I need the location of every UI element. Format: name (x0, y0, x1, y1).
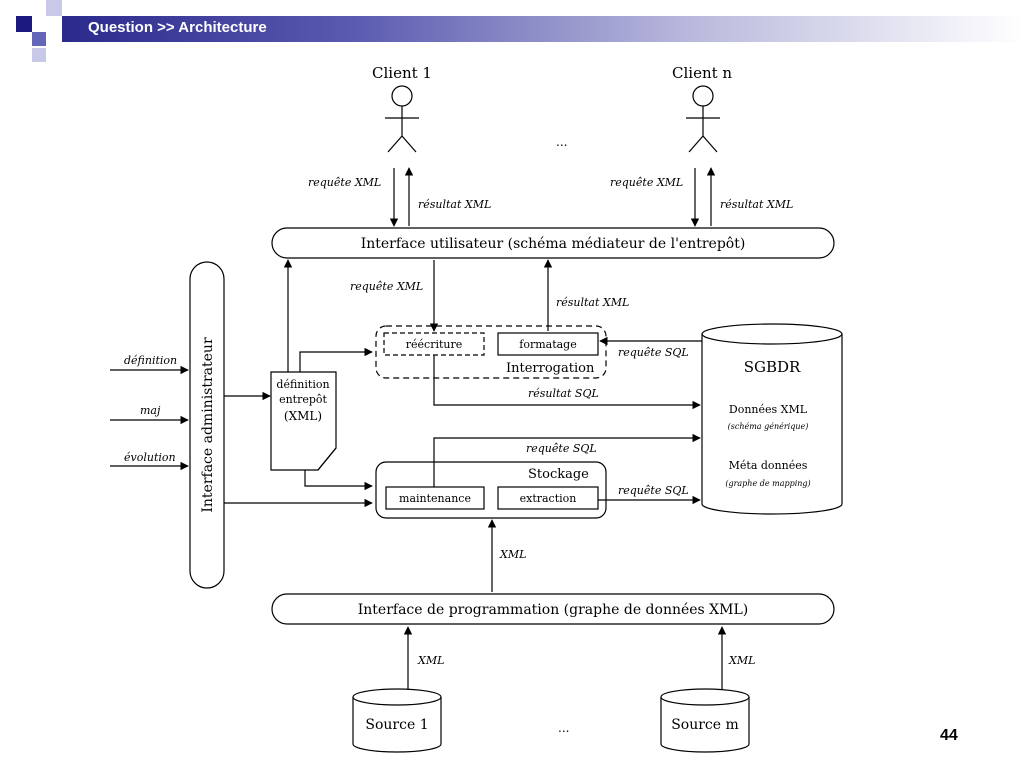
admin-input-evolution: évolution (124, 451, 176, 464)
xml-srcm-label: XML (728, 654, 755, 667)
header-square-4 (32, 48, 46, 62)
client-1-label: Client 1 (372, 64, 432, 82)
xml-up-label: XML (499, 548, 526, 561)
user-interface-label: Interface utilisateur (schéma médiateur … (361, 236, 746, 252)
admin-interface-label: Interface administrateur (200, 337, 216, 513)
rewrite-label: réécriture (406, 338, 463, 351)
programming-interface-label: Interface de programmation (graphe de do… (358, 602, 749, 618)
header-square-2 (32, 32, 46, 46)
res-xml-1-label: résultat XML (418, 198, 491, 211)
req-sql-mid-label: requête SQL (526, 442, 597, 455)
req-xml-1-label: requête XML (308, 176, 381, 189)
admin-input-definition: définition (124, 354, 177, 367)
interrogation-box (375, 325, 607, 379)
page-title: Question >> Architecture (88, 19, 267, 36)
sgbdr-title: SGBDR (744, 358, 801, 376)
admin-interface-box (189, 261, 225, 589)
sgbdr-cylinder (701, 323, 843, 515)
clients-ellipsis: ... (556, 135, 567, 149)
xml-src1-label: XML (417, 654, 444, 667)
req-sql-top-label: requête SQL (618, 346, 689, 359)
stockage-box (375, 461, 607, 519)
res-xml-n-label: résultat XML (720, 198, 793, 211)
sgbdr-data-xml: Données XML (729, 403, 808, 416)
req-xml-mid-label: requête XML (350, 280, 423, 293)
header-square-1 (16, 16, 32, 32)
admin-input-maj: maj (140, 404, 161, 417)
user-interface-box (271, 227, 835, 259)
definition-line-3: (XML) (284, 409, 322, 423)
sources-ellipsis: ... (558, 721, 569, 735)
extraction-label: extraction (520, 492, 577, 505)
programming-interface-box (271, 593, 835, 625)
req-xml-n-label: requête XML (610, 176, 683, 189)
format-label: formatage (519, 338, 576, 351)
stockage-label: Stockage (528, 467, 589, 482)
definition-line-1: définition (276, 378, 329, 391)
extraction-box (497, 486, 599, 510)
page-number: 44 (940, 727, 958, 744)
sgbdr-meta-sub: (graphe de mapping) (725, 479, 810, 488)
format-box (497, 332, 599, 356)
source-m-label: Source m (671, 717, 739, 733)
definition-line-2: entrepôt (279, 393, 327, 406)
sgbdr-data-xml-sub: (schéma générique) (728, 422, 809, 431)
client-1-figure (385, 85, 419, 153)
source-m-cylinder (660, 688, 750, 753)
res-sql-label: résultat SQL (528, 387, 599, 400)
sgbdr-meta: Méta données (729, 459, 808, 472)
client-n-label: Client n (672, 64, 732, 82)
req-sql-bottom-label: requête SQL (618, 484, 689, 497)
interrogation-label: Interrogation (506, 361, 595, 376)
client-n-figure (686, 85, 720, 153)
maintenance-box (385, 486, 485, 510)
header-square-3 (46, 0, 62, 16)
res-xml-mid-label: résultat XML (556, 296, 629, 309)
source-1-cylinder (352, 688, 442, 753)
header-band (62, 16, 1024, 42)
maintenance-label: maintenance (399, 492, 471, 505)
source-1-label: Source 1 (365, 717, 428, 733)
